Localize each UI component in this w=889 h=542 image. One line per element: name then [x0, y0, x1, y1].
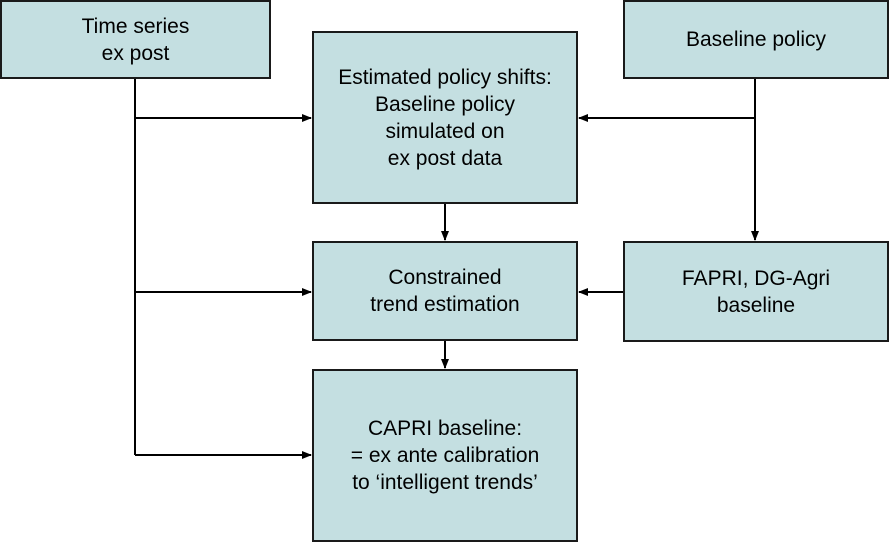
node-time-series-ex-post: Time series ex post: [0, 0, 271, 79]
node-label-line: Baseline policy: [685, 28, 827, 51]
node-label-line: baseline: [716, 293, 796, 317]
node-label-line: trend estimation: [370, 293, 520, 316]
node-capri-baseline: CAPRI baseline: = ex ante calibration to…: [312, 369, 578, 542]
node-constrained-trend-estimation: Constrained trend estimation: [312, 241, 578, 341]
node-fapri-dg-agri-baseline: FAPRI, DG-Agri baseline: [623, 241, 889, 342]
node-label-line: ex post data: [387, 146, 503, 170]
node-estimated-policy-shifts: Estimated policy shifts: Baseline policy…: [312, 31, 578, 204]
node-label-line: Estimated policy shifts:: [338, 65, 552, 89]
node-baseline-policy: Baseline policy: [623, 0, 889, 79]
node-label-line: = ex ante calibration: [350, 444, 540, 467]
node-label-line: Time series: [81, 14, 190, 38]
node-label-line: Baseline policy: [374, 92, 516, 116]
node-label-line: FAPRI, DG-Agri: [681, 266, 831, 290]
node-label-line: to ‘intelligent trends’: [352, 471, 538, 494]
node-label-line: Constrained: [388, 266, 502, 289]
node-label-line: simulated on: [385, 119, 505, 143]
node-label-line: ex post: [101, 41, 170, 65]
node-label-line: CAPRI baseline:: [367, 417, 523, 440]
